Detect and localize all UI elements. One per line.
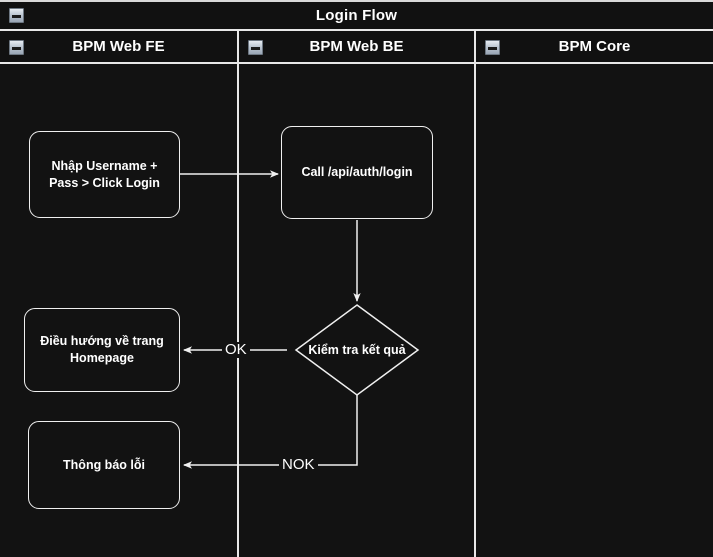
lane-bpm-core: BPM Core: [476, 31, 713, 557]
page-title: Login Flow: [315, 7, 398, 24]
task-node-dieu-huong-homepage[interactable]: Điều hướng về trang Homepage: [24, 308, 180, 392]
lane-header-bpm-web-fe: BPM Web FE: [0, 31, 237, 64]
lane-divider-2: [474, 31, 476, 557]
edge-label-ok: OK: [222, 342, 250, 358]
decision-node-label: Kiểm tra kết quả: [308, 343, 406, 357]
lane-title-bpm-web-be: BPM Web BE: [309, 38, 404, 55]
task-node-nhap-username[interactable]: Nhập Username + Pass > Click Login: [29, 131, 180, 218]
decision-node-kiem-tra-ket-qua[interactable]: Kiểm tra kết quả: [296, 305, 418, 395]
edge-label-nok: NOK: [279, 457, 318, 473]
lane-title-bpm-web-fe: BPM Web FE: [72, 38, 165, 55]
collapse-lane-be-icon[interactable]: [248, 40, 263, 55]
lane-header-bpm-core: BPM Core: [476, 31, 713, 64]
lane-title-bpm-core: BPM Core: [558, 38, 631, 55]
collapse-pool-icon[interactable]: [9, 8, 24, 23]
lane-header-bpm-web-be: BPM Web BE: [239, 31, 474, 64]
lane-bpm-web-fe: BPM Web FE: [0, 31, 237, 557]
collapse-lane-core-icon[interactable]: [485, 40, 500, 55]
diagram-title-bar: Login Flow: [0, 2, 713, 31]
lane-bpm-web-be: BPM Web BE: [239, 31, 474, 557]
task-node-call-api-auth-login[interactable]: Call /api/auth/login: [281, 126, 433, 219]
task-node-thong-bao-loi[interactable]: Thông báo lỗi: [28, 421, 180, 509]
lane-divider-1: [237, 31, 239, 557]
collapse-lane-fe-icon[interactable]: [9, 40, 24, 55]
